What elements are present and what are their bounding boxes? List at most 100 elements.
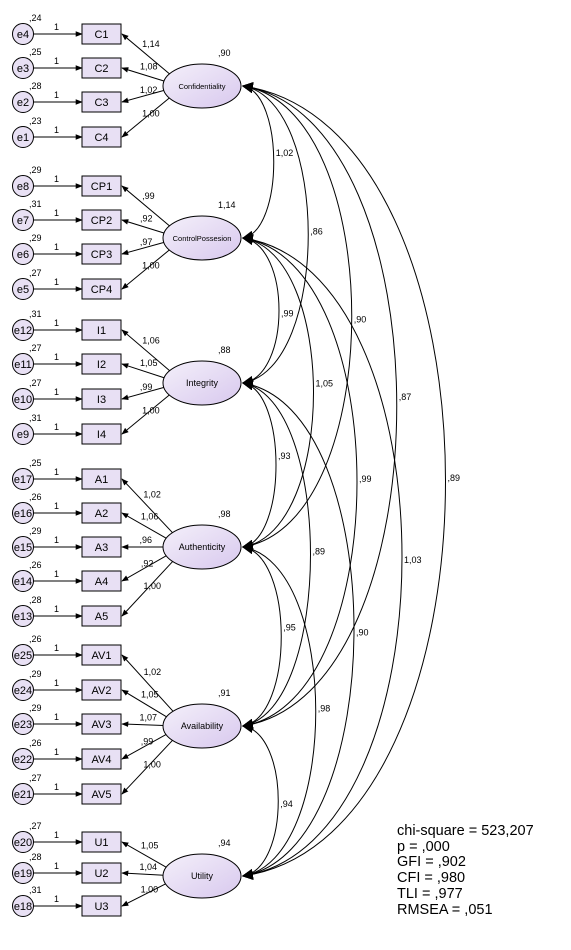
observed-node-cp3 — [81, 243, 122, 265]
error-label-e1: e1 — [17, 132, 29, 144]
fit-p-value: p = ,000 — [397, 838, 450, 855]
error-node-e18 — [12, 895, 34, 917]
covariance-value-integrity-availability: ,89 — [313, 547, 326, 557]
observed-label-a1: A1 — [95, 474, 108, 486]
error-variance-e3: ,25 — [29, 47, 42, 57]
loading-value-a4: ,92 — [141, 558, 154, 568]
loading-path-av5 — [121, 739, 174, 795]
error-label-e5: e5 — [17, 284, 29, 296]
loading-path-c2 — [121, 67, 165, 82]
loading-path-c4 — [121, 97, 171, 138]
observed-node-i3 — [81, 388, 122, 410]
latent-label-utility: Utility — [191, 871, 213, 881]
observed-node-cp2 — [81, 209, 122, 231]
observed-node-u3 — [81, 895, 122, 917]
loading-path-a2 — [121, 512, 168, 540]
error-variance-e21: ,27 — [29, 773, 42, 783]
covariance-controlpossesion-utility — [241, 234, 403, 880]
error-node-e13 — [12, 605, 34, 627]
error-path-weight-e22: 1 — [54, 747, 59, 757]
observed-label-c1: C1 — [94, 29, 108, 41]
error-node-e24 — [12, 679, 34, 701]
latent-label-authenticity: Authenticity — [179, 542, 226, 552]
loading-path-a1 — [121, 478, 174, 534]
error-label-e13: e13 — [14, 611, 32, 623]
fit-tli: TLI = ,977 — [397, 885, 463, 902]
observed-node-a1 — [81, 468, 122, 490]
latent-variance-integrity: ,88 — [218, 345, 231, 355]
observed-label-cp1: CP1 — [91, 181, 112, 193]
covariance-integrity-availability — [241, 379, 311, 730]
covariance-confidentiality-utility — [241, 82, 446, 880]
observed-node-av4 — [81, 748, 122, 770]
error-variance-e17: ,25 — [29, 458, 42, 468]
error-variance-e23: ,29 — [29, 703, 42, 713]
loading-path-av2 — [121, 689, 168, 718]
observed-label-i4: I4 — [97, 429, 106, 441]
covariance-value-availability-utility: ,94 — [280, 799, 293, 809]
fit-chi-square: chi-square = 523,207 — [397, 823, 534, 839]
latent-label-confidentiality: Confidentiality — [178, 82, 225, 91]
latent-variance-confidentiality: ,90 — [218, 48, 231, 58]
latent-label-controlpossesion: ControlPossesion — [173, 234, 232, 243]
covariance-value-controlpossesion-integrity: ,99 — [281, 309, 294, 319]
covariance-value-authenticity-availability: ,95 — [283, 623, 296, 633]
covariance-controlpossesion-authenticity — [241, 234, 314, 551]
error-path-weight-e16: 1 — [54, 501, 59, 511]
covariance-layer — [241, 82, 446, 880]
error-node-e15 — [12, 536, 34, 558]
observed-node-i4 — [81, 423, 122, 445]
error-node-e7 — [12, 209, 34, 231]
error-variance-e15: ,29 — [29, 526, 42, 536]
observed-node-i1 — [81, 319, 122, 341]
error-variance-e5: ,27 — [29, 268, 42, 278]
loading-path-av3 — [121, 721, 164, 728]
error-label-e6: e6 — [17, 249, 29, 261]
error-variance-e18: ,31 — [29, 885, 42, 895]
loading-path-cp1 — [121, 185, 171, 227]
error-node-e1 — [12, 126, 34, 148]
observed-label-c2: C2 — [94, 63, 108, 75]
observed-node-av2 — [81, 679, 122, 701]
observed-label-cp4: CP4 — [91, 284, 112, 296]
covariance-value-authenticity-utility: ,98 — [318, 704, 331, 714]
loading-value-i1: 1,06 — [142, 335, 160, 345]
error-node-e5 — [12, 278, 34, 300]
latent-variance-utility: ,94 — [218, 838, 231, 848]
error-node-e17 — [12, 468, 34, 490]
error-label-e21: e21 — [14, 789, 32, 801]
covariance-value-confidentiality-integrity: ,86 — [310, 227, 323, 237]
error-node-e4 — [12, 23, 34, 45]
error-node-e2 — [12, 91, 34, 113]
loading-value-av1: 1,02 — [144, 667, 162, 677]
observed-node-cp1 — [81, 175, 122, 197]
error-node-e21 — [12, 783, 34, 805]
fit-cfi: CFI = ,980 — [397, 870, 466, 887]
covariance-value-confidentiality-availability: ,87 — [399, 392, 412, 402]
observed-label-av4: AV4 — [92, 754, 112, 766]
observed-node-u1 — [81, 831, 122, 853]
loading-value-i3: ,99 — [140, 382, 153, 392]
error-node-e9 — [12, 423, 34, 445]
loading-value-cp3: ,97 — [140, 237, 153, 247]
error-variance-e19: ,28 — [29, 852, 42, 862]
loading-path-a4 — [121, 554, 168, 582]
loading-value-av3: 1,07 — [140, 713, 158, 723]
observed-node-a2 — [81, 502, 122, 524]
error-label-e14: e14 — [14, 576, 32, 588]
error-label-e19: e19 — [14, 868, 32, 880]
observed-label-av5: AV5 — [92, 789, 112, 801]
error-node-e25 — [12, 644, 34, 666]
loading-path-a5 — [121, 560, 174, 617]
error-label-e15: e15 — [14, 542, 32, 554]
error-path-weight-e1: 1 — [54, 125, 59, 135]
observed-label-a5: A5 — [95, 611, 108, 623]
loading-value-c4: 1,00 — [142, 108, 160, 118]
observed-label-u3: U3 — [94, 901, 108, 913]
error-path-weight-e25: 1 — [54, 643, 59, 653]
observed-label-c4: C4 — [94, 132, 108, 144]
error-label-e23: e23 — [14, 719, 32, 731]
error-node-e10 — [12, 388, 34, 410]
error-node-e8 — [12, 175, 34, 197]
